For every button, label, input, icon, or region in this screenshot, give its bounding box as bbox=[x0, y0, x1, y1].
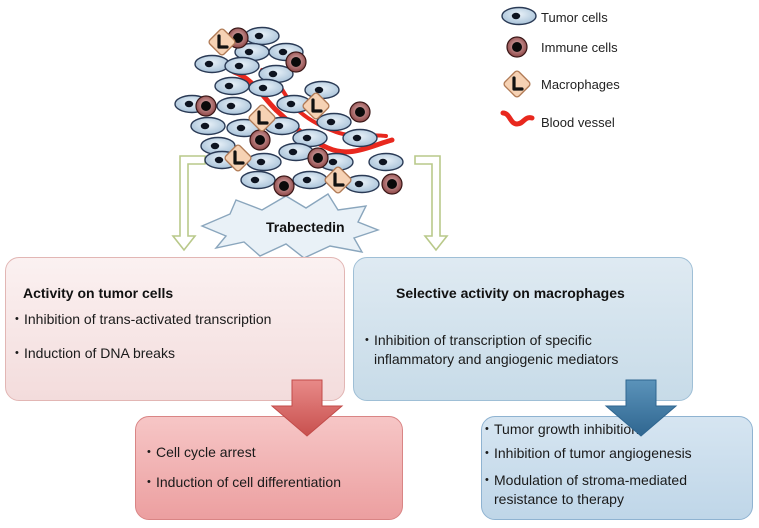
tumor-outcome-arrow bbox=[270, 379, 344, 437]
tumor-outcome-item: Cell cycle arrest bbox=[147, 443, 256, 462]
macrophage-outcome-item: Tumor growth inhibition bbox=[485, 420, 639, 439]
legend-label-tumor-cells: Tumor cells bbox=[541, 10, 608, 25]
tumor-outcome-item: Induction of cell differentiation bbox=[147, 473, 341, 492]
tumor-activity-box: Activity on tumor cells Inhibition of tr… bbox=[5, 257, 345, 401]
macrophage-activity-title: Selective activity on macrophages bbox=[396, 285, 625, 301]
macrophage-activity-box: Selective activity on macrophages Inhibi… bbox=[353, 257, 693, 401]
right-hollow-arrow bbox=[414, 155, 449, 252]
tumor-outcomes-box: Cell cycle arrest Induction of cell diff… bbox=[135, 416, 403, 520]
legend-label-blood-vessel: Blood vessel bbox=[541, 115, 615, 130]
legend-label-macrophages: Macrophages bbox=[541, 77, 620, 92]
macrophage-outcomes-box: Tumor growth inhibition Inhibition of tu… bbox=[481, 416, 753, 520]
macrophage-activity-item-continuation: inflammatory and angiogenic mediators bbox=[374, 351, 619, 367]
trabectedin-label: Trabectedin bbox=[266, 219, 345, 235]
macrophage-outcome-item: Modulation of stroma-mediated bbox=[485, 471, 687, 490]
macrophage-outcome-arrow bbox=[604, 379, 678, 437]
tumor-activity-item: Induction of DNA breaks bbox=[15, 344, 175, 363]
left-hollow-arrow bbox=[171, 155, 206, 252]
tumor-activity-title: Activity on tumor cells bbox=[23, 285, 174, 301]
macrophage-activity-item: Inhibition of transcription of specific bbox=[365, 331, 592, 350]
legend-label-immune-cells: Immune cells bbox=[541, 40, 618, 55]
blood-vessel-legend-icon bbox=[500, 110, 535, 127]
trabectedin-starburst bbox=[200, 193, 381, 259]
macrophage-outcome-item-continuation: resistance to therapy bbox=[494, 491, 624, 507]
tumor-activity-item: Inhibition of trans-activated transcript… bbox=[15, 310, 271, 329]
macrophage-outcome-item: Inhibition of tumor angiogenesis bbox=[485, 444, 692, 463]
